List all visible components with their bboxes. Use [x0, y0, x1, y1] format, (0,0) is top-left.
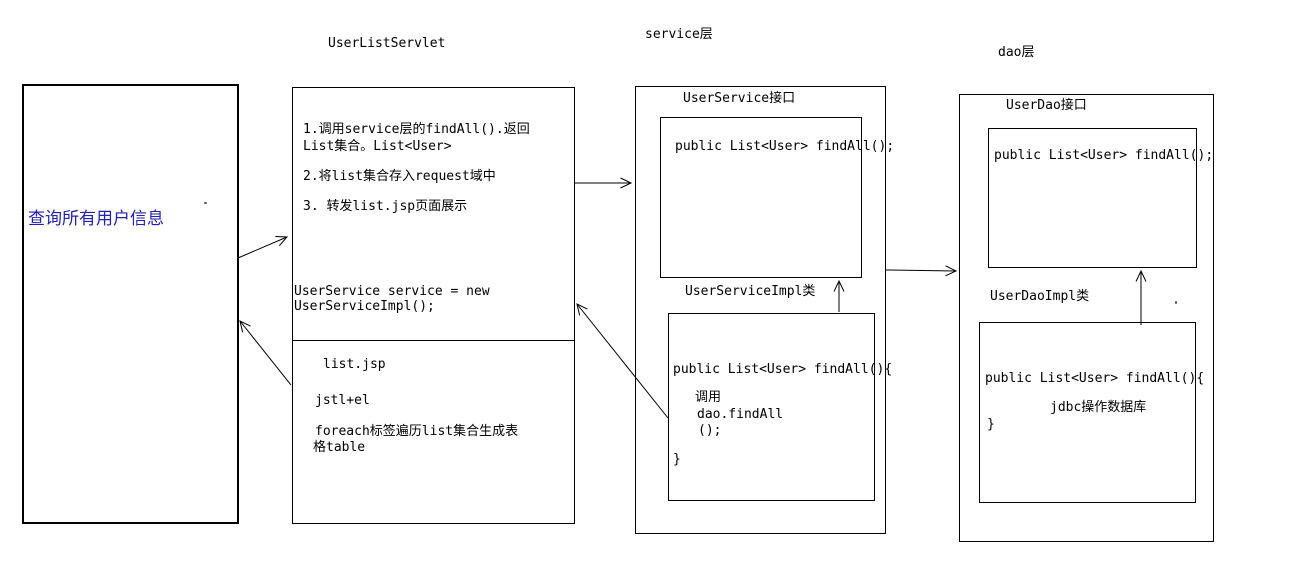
service-impl-code-line: public List<User> findAll(){ [673, 362, 893, 377]
service-impl-title: UserServiceImpl类 [685, 284, 816, 299]
servlet-code-line: UserServiceImpl(); [294, 299, 435, 314]
service-impl-code-line: dao.findAll [697, 407, 784, 422]
servlet-step-line: 3. 转发list.jsp页面展示 [303, 199, 468, 214]
arrow-browser-to-servlet [237, 236, 289, 259]
dao-interface-method: public List<User> findAll(); [994, 148, 1214, 163]
service-impl-code-line: } [673, 452, 681, 467]
browser-box [22, 84, 239, 524]
service-impl-box [668, 313, 875, 501]
arrow-service-impl-to-servlet [576, 303, 669, 419]
arrow-service-to-dao [885, 265, 958, 277]
dao-impl-code-line: } [987, 417, 995, 432]
servlet-header-label: UserListServlet [328, 36, 446, 51]
jsp-tech-label: jstl+el [315, 393, 370, 408]
service-impl-code-line: 调用 [695, 390, 722, 405]
servlet-step-line: 1.调用service层的findAll().返回 [303, 122, 530, 137]
servlet-jsp-divider [292, 340, 575, 341]
service-layer-label: service层 [645, 27, 713, 42]
dao-layer-box [959, 94, 1214, 542]
dao-layer-label: dao层 [998, 45, 1035, 60]
dao-interface-title: UserDao接口 [1006, 98, 1087, 113]
dao-impl-title: UserDaoImpl类 [990, 289, 1090, 304]
jsp-name-label: list.jsp [323, 357, 386, 372]
servlet-box [292, 87, 575, 524]
stray-dot [1175, 301, 1177, 304]
arrow-servlet-to-browser [239, 320, 292, 386]
jsp-desc-line: foreach标签遍历list集合生成表 [315, 424, 519, 439]
jsp-desc-line: 格table [313, 440, 366, 455]
service-interface-title: UserService接口 [683, 91, 796, 106]
servlet-step-line: 2.将list集合存入request域中 [303, 169, 496, 184]
service-layer-box [635, 86, 886, 534]
dao-impl-code-line: jdbc操作数据库 [1050, 400, 1147, 415]
dao-impl-box [979, 322, 1196, 503]
servlet-code-line: UserService service = new [294, 284, 490, 299]
service-impl-code-line: (); [698, 423, 722, 438]
servlet-step-line: List集合。List<User> [303, 139, 452, 154]
dao-interface-box [988, 128, 1197, 268]
service-interface-method: public List<User> findAll(); [675, 139, 895, 154]
dao-impl-code-line: public List<User> findAll(){ [985, 371, 1205, 386]
stray-dot [204, 202, 207, 204]
browser-request-label: 查询所有用户信息 [28, 209, 164, 229]
service-interface-box [660, 117, 862, 278]
